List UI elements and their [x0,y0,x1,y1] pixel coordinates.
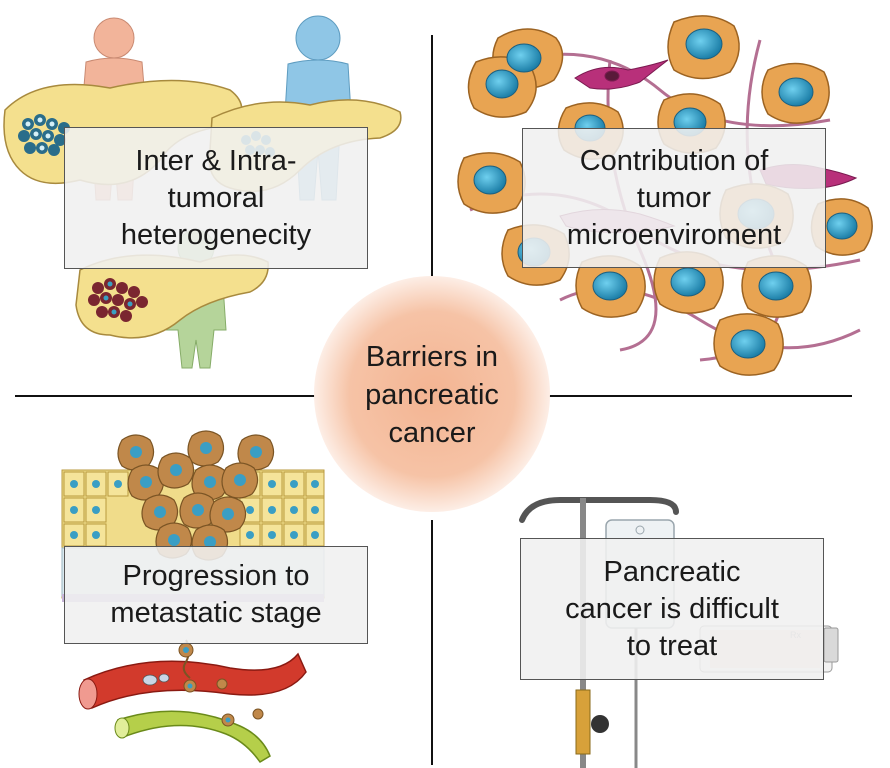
lymph-vessel [114,708,271,764]
blood-vessel [78,639,307,710]
center-title-barriers: Barriers in pancreatic cancer [365,341,499,449]
label-inter-intra-tumoral-heterogeneity: Inter & Intra- tumoral heterogenecity [64,127,368,269]
invading-tumor-cells [117,430,275,561]
label-difficult-to-treat: Pancreatic cancer is difficult to treat [520,538,824,680]
center-glow-circle [314,276,550,512]
label-metastatic-progression: Progression to metastatic stage [64,546,368,644]
label-tumor-microenvironment: Contribution of tumor microenviroment [522,128,826,268]
pancreas-organ-3 [75,254,269,339]
